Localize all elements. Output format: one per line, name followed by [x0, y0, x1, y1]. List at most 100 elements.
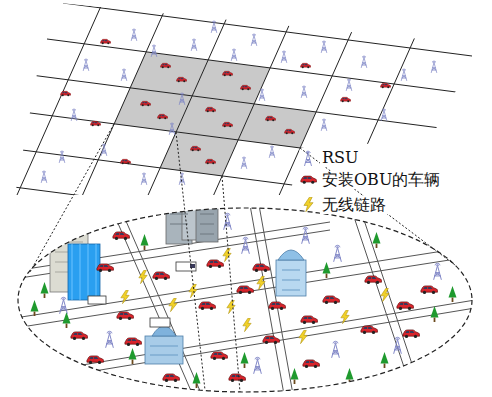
scene-tree	[31, 232, 457, 388]
grid-car	[158, 114, 168, 119]
grid-car	[206, 159, 216, 164]
scene-car	[323, 296, 340, 304]
grid-car	[341, 97, 351, 102]
grid-rsu	[301, 86, 307, 98]
grid-car	[301, 63, 311, 68]
office-building	[50, 214, 100, 300]
scene-tree	[381, 352, 389, 368]
grid-rsu	[251, 34, 257, 46]
grid-car	[223, 71, 233, 76]
scene-car	[211, 352, 228, 360]
wireless-link	[169, 298, 177, 311]
scene-rsu	[60, 297, 68, 314]
grid-rsu	[346, 79, 352, 91]
scene-rsu	[334, 245, 342, 261]
grid-rsu	[321, 119, 327, 131]
grid-line	[17, 0, 105, 195]
grid-car	[61, 39, 391, 164]
domed-building	[152, 326, 176, 336]
scene-tree	[193, 372, 201, 388]
scene-car	[153, 272, 170, 280]
grid-rsu	[381, 109, 387, 121]
grid-rsu	[211, 21, 217, 33]
shaded-cell	[114, 52, 316, 176]
grid-car	[141, 101, 151, 106]
grid-car	[285, 129, 295, 134]
scene-rsu	[106, 331, 114, 348]
scene-car	[71, 232, 438, 382]
grid-rsu	[191, 39, 197, 51]
grid-rsu	[41, 171, 47, 183]
grid-car	[241, 85, 251, 90]
scene-car	[199, 302, 216, 310]
scene-rsu	[394, 337, 402, 354]
legend-sample	[301, 151, 317, 212]
grid-rsu	[169, 123, 175, 135]
grid-rsu	[431, 61, 437, 73]
office-building	[170, 196, 214, 234]
scene-rsu	[224, 213, 232, 230]
grid-rsu	[401, 69, 407, 81]
scene-tree	[141, 234, 149, 250]
grid-car	[206, 107, 216, 112]
van	[88, 262, 196, 327]
wireless-link	[257, 276, 265, 289]
grid-line	[203, 21, 291, 219]
grid-rsu	[321, 41, 327, 53]
domed-building	[282, 270, 300, 290]
scene-car	[87, 356, 104, 364]
scene-car	[397, 302, 414, 310]
grid-rsu	[41, 21, 437, 185]
van	[88, 296, 106, 304]
wireless-link	[189, 284, 197, 297]
scene-car	[361, 326, 378, 334]
wireless-link	[243, 318, 251, 331]
wireless-link	[227, 300, 235, 313]
grid-rsu	[361, 56, 367, 68]
scene-car	[421, 286, 438, 294]
scene-car	[303, 360, 320, 368]
scene-car	[71, 332, 88, 340]
domed-building	[150, 346, 178, 355]
grid-car	[91, 121, 101, 126]
wireless-link	[299, 330, 307, 343]
van	[150, 318, 170, 327]
scene-tree	[291, 368, 299, 384]
car-legend-icon	[301, 176, 317, 184]
scene-tree	[41, 282, 49, 298]
grid-rsu	[231, 49, 237, 61]
grid-rsu	[269, 146, 275, 158]
domed-building	[145, 326, 183, 364]
grid-car	[266, 116, 276, 121]
scene-car	[263, 336, 280, 344]
grid-rsu	[83, 59, 89, 71]
grid-rsu	[71, 109, 77, 121]
scene-tree	[323, 262, 331, 278]
projection-line	[300, 148, 455, 265]
scene-tree	[431, 306, 439, 322]
grid-rsu	[179, 173, 185, 185]
wireless-link	[139, 270, 147, 283]
scene-rsu	[242, 237, 250, 254]
road-edge	[40, 308, 475, 380]
scene-tree	[241, 352, 249, 368]
scene-car	[253, 264, 270, 272]
scene-car	[229, 374, 246, 382]
wireless-link	[121, 248, 389, 343]
grid-line	[63, 3, 472, 56]
rsu-legend-icon	[305, 151, 312, 166]
wireless-link	[381, 288, 389, 301]
grid-rsu	[179, 93, 185, 105]
grid-car	[223, 122, 233, 127]
grid-rsu	[131, 29, 137, 41]
grid-rsu	[151, 45, 157, 57]
scene-car	[125, 338, 142, 346]
projection-line	[30, 124, 114, 272]
projection-line	[176, 132, 205, 390]
grid-rsu	[59, 151, 65, 163]
grid-line	[47, 39, 456, 92]
scene-car	[113, 232, 130, 240]
scene-rsu	[302, 227, 310, 244]
scene-rsu	[332, 341, 340, 358]
